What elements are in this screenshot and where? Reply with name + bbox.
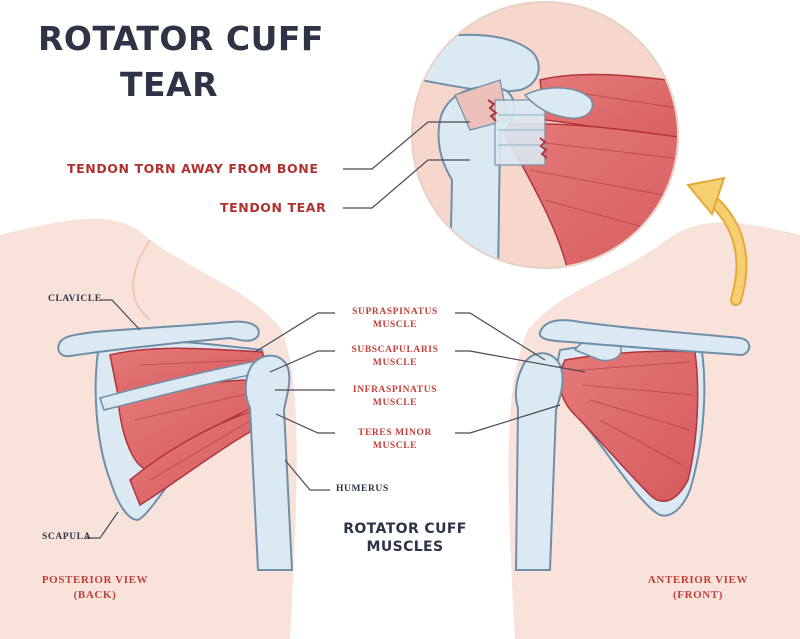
label-subscapularis: SUBSCAPULARIS MUSCLE: [340, 344, 450, 370]
posterior-view-line2: (BACK): [73, 589, 117, 601]
label-supraspinatus-line1: SUPRASPINATUS: [352, 307, 438, 317]
posterior-view-line1: POSTERIOR VIEW: [41, 574, 149, 586]
label-infraspinatus: INFRASPINATUS MUSCLE: [340, 384, 450, 410]
center-title: ROTATOR CUFF MUSCLES: [320, 520, 490, 556]
center-title-line1: ROTATOR CUFF: [343, 521, 467, 537]
leader-lines: [85, 121, 586, 539]
label-subscapularis-line1: SUBSCAPULARIS: [351, 345, 439, 355]
label-subscapularis-line2: MUSCLE: [372, 358, 418, 368]
anterior-view-label: ANTERIOR VIEW (FRONT): [633, 573, 763, 603]
label-supraspinatus-line2: MUSCLE: [372, 320, 418, 330]
anterior-shoulder: [514, 319, 751, 571]
label-teres-minor-line1: TERES MINOR: [358, 428, 432, 438]
zoom-arrow: [686, 176, 748, 306]
posterior-shoulder: [57, 320, 294, 571]
callout-tendon-tear: TENDON TEAR: [220, 200, 327, 215]
callout-torn-from-bone: TENDON TORN AWAY FROM BONE: [67, 161, 319, 176]
label-infraspinatus-line1: INFRASPINATUS: [352, 385, 438, 395]
title-line-2: TEAR: [120, 65, 219, 104]
posterior-view-label: POSTERIOR VIEW (BACK): [30, 573, 160, 603]
label-supraspinatus: SUPRASPINATUS MUSCLE: [340, 306, 450, 332]
center-title-line2: MUSCLES: [366, 539, 444, 555]
label-scapula: SCAPULA: [42, 532, 92, 542]
anterior-view-line2: (FRONT): [672, 589, 724, 601]
zoom-circle: [411, 1, 679, 269]
label-humerus: HUMERUS: [336, 484, 389, 494]
label-infraspinatus-line2: MUSCLE: [372, 398, 418, 408]
label-teres-minor-line2: MUSCLE: [372, 441, 418, 451]
title-line-1: ROTATOR CUFF: [38, 19, 324, 58]
anterior-view-line1: ANTERIOR VIEW: [647, 574, 749, 586]
label-teres-minor: TERES MINOR MUSCLE: [340, 427, 450, 453]
label-clavicle: CLAVICLE: [48, 294, 102, 304]
